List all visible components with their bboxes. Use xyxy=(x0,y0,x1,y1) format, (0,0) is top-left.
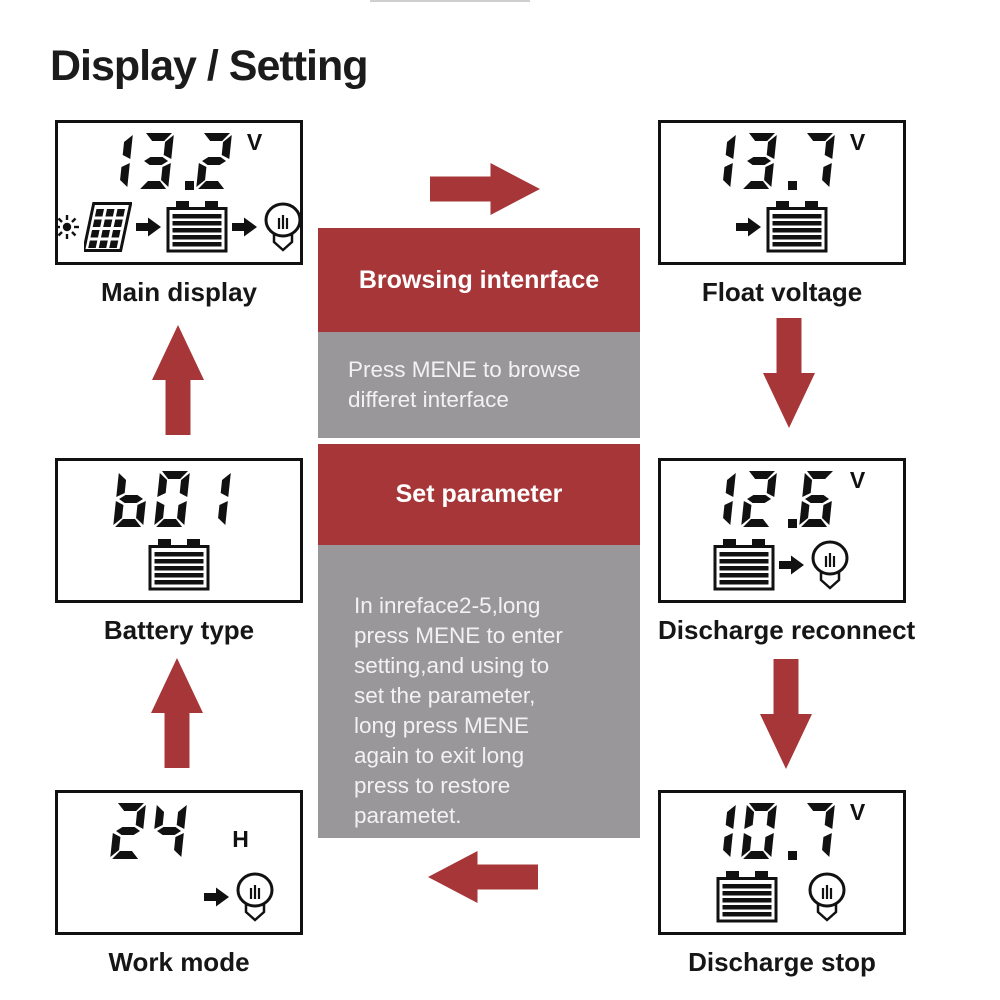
panel-label: Battery type xyxy=(103,615,255,645)
lcd-value xyxy=(699,802,846,865)
lcd-unit: V xyxy=(246,129,263,155)
battery-icon xyxy=(148,539,210,591)
panel-battery-type: Battery type xyxy=(55,458,303,646)
browsing-interface-title: Browsing intenrface xyxy=(358,265,600,294)
lcd-unit: V xyxy=(849,129,866,155)
bulb-icon xyxy=(811,540,849,590)
lcd-value xyxy=(699,470,846,533)
panel-discharge-reconnect: V Discharge reconnect xyxy=(658,458,916,646)
battery-icon xyxy=(713,539,775,591)
arrow-right-icon xyxy=(204,887,229,907)
lcd-readout: V xyxy=(661,467,903,533)
lcd-icon-row xyxy=(55,198,302,256)
panel-label: Float voltage xyxy=(701,277,863,307)
panel-discharge-stop: V Discharge stop xyxy=(658,790,906,978)
lcd-screen: V xyxy=(658,790,906,935)
lcd-screen: H xyxy=(55,790,303,935)
panel-main-display: V Main display xyxy=(55,120,303,308)
lcd-value xyxy=(112,470,242,533)
lcd-value xyxy=(96,132,243,195)
solar-panel-icon xyxy=(84,202,132,252)
lcd-screen: V xyxy=(658,458,906,603)
panel-label: Main display xyxy=(100,277,258,307)
lcd-screen: V xyxy=(658,120,906,265)
sun-icon xyxy=(55,215,79,239)
arrow-right-icon xyxy=(136,217,161,237)
set-parameter-title: Set parameter xyxy=(395,480,563,508)
panel-work-mode: H Work mode xyxy=(55,790,303,978)
lcd-icon-row xyxy=(661,198,903,256)
flow-arrow-right-icon xyxy=(430,163,540,215)
browsing-interface-header: Browsing intenrface xyxy=(318,228,640,332)
crop-artifact-line xyxy=(370,0,530,2)
panel-float-voltage: V Float voltage xyxy=(658,120,906,308)
bulb-icon xyxy=(808,872,846,922)
bulb-icon xyxy=(264,202,302,252)
lcd-icon-row xyxy=(661,536,903,594)
lcd-unit: V xyxy=(849,799,866,825)
lcd-readout: V xyxy=(661,799,903,865)
flow-arrow-down-icon xyxy=(760,659,812,769)
lcd-icon-row xyxy=(661,868,903,926)
lcd-icon-row xyxy=(58,536,300,594)
set-parameter-text: In inreface2-5,long press MENE to enter … xyxy=(354,593,563,828)
set-parameter-header: Set parameter xyxy=(318,444,640,545)
flow-arrow-up-icon xyxy=(152,325,204,435)
battery-icon xyxy=(766,201,828,253)
lcd-readout: V xyxy=(58,129,300,195)
arrow-right-icon xyxy=(232,217,257,237)
flow-arrow-up-icon xyxy=(151,658,203,768)
panel-label: Work mode xyxy=(108,947,250,977)
lcd-value xyxy=(699,132,846,195)
browsing-interface-body: Press MENE to browse differet interface xyxy=(318,332,640,438)
lcd-screen: V xyxy=(55,120,303,265)
flow-arrow-down-icon xyxy=(763,318,815,428)
set-parameter-body: In inreface2-5,long press MENE to enter … xyxy=(318,545,640,838)
panel-label: Discharge reconnect xyxy=(658,615,916,645)
arrow-right-icon xyxy=(736,217,761,237)
lcd-readout: V xyxy=(661,129,903,195)
page-title: Display / Setting xyxy=(50,42,369,90)
lcd-icon-row xyxy=(58,868,300,926)
battery-icon xyxy=(166,201,228,253)
bulb-icon xyxy=(236,872,274,922)
lcd-value xyxy=(109,802,198,865)
lcd-screen xyxy=(55,458,303,603)
lcd-unit: V xyxy=(849,467,866,493)
lcd-unit: H xyxy=(232,826,249,852)
browsing-interface-text: Press MENE to browse differet interface xyxy=(348,357,581,412)
battery-icon xyxy=(716,871,778,923)
lcd-readout xyxy=(58,470,300,532)
arrow-right-icon xyxy=(779,555,804,575)
panel-label: Discharge stop xyxy=(688,947,876,977)
lcd-readout: H xyxy=(58,802,300,864)
